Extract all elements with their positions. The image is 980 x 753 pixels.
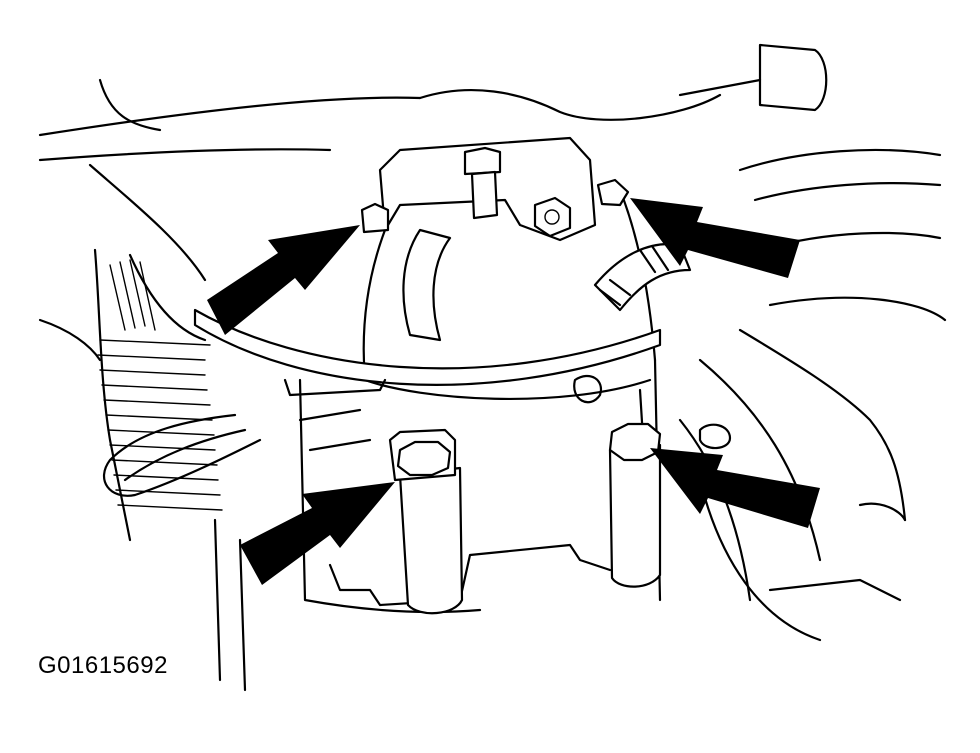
arrow-callout-lower-right-icon [650,448,820,528]
callout-arrows [207,198,820,585]
arrow-callout-upper-left-icon [207,225,360,335]
arrow-callout-lower-left-icon [240,482,395,585]
arrow-callout-upper-right-icon [630,198,800,278]
figure-id-label: G01615692 [38,652,168,679]
fuel-filter-assembly [193,136,732,615]
corrugated-boot [97,259,223,511]
